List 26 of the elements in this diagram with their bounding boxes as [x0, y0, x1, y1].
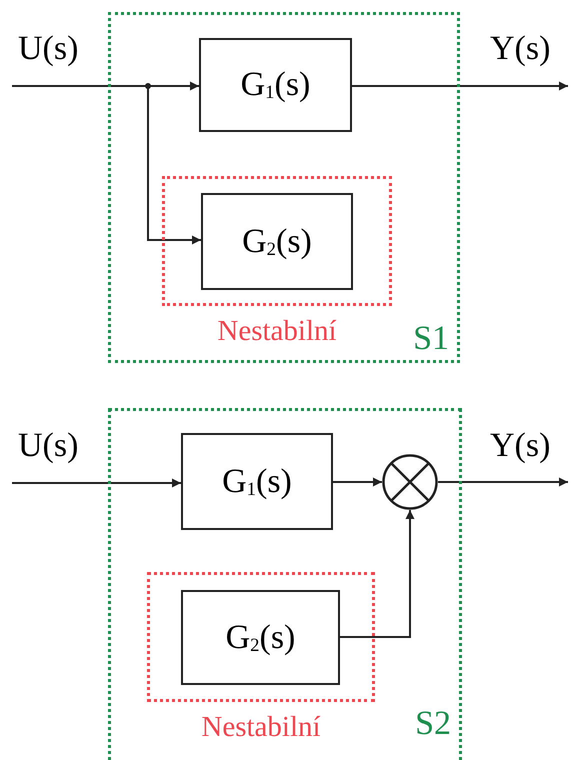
transfer-function-label: G$_{2}$(s)	[242, 222, 312, 260]
signal-label: U(s)	[18, 427, 78, 465]
signal-label: Y(s)	[490, 427, 550, 465]
transfer-function-label: G$_{1}$(s)	[240, 66, 310, 104]
signal-label: U(s)	[18, 30, 78, 68]
signal-arrow	[147, 86, 201, 244]
unstable-region-label: Nestabilní	[201, 711, 321, 744]
subsystem-label: S2	[415, 705, 451, 743]
unstable-region-label: Nestabilní	[217, 315, 337, 348]
signal-arrow	[12, 478, 181, 488]
transfer-function-block	[181, 590, 340, 685]
transfer-function-label: G$_{1}$(s)	[222, 462, 292, 500]
signal-arrow	[352, 82, 568, 90]
signal-arrow	[12, 82, 199, 90]
subsystem-frame	[108, 12, 460, 363]
transfer-function-block	[199, 38, 352, 132]
signal-label: Y(s)	[490, 30, 550, 68]
signal-arrow	[438, 478, 568, 486]
transfer-function-block	[201, 193, 353, 290]
transfer-function-block	[181, 433, 333, 530]
subsystem-frame	[108, 408, 462, 760]
transfer-function-label: G$_{2}$(s)	[226, 618, 296, 656]
subsystem-label: S1	[413, 320, 449, 358]
summing-junction	[382, 454, 438, 510]
signal-arrow	[340, 510, 414, 638]
signal-arrow	[333, 478, 382, 486]
